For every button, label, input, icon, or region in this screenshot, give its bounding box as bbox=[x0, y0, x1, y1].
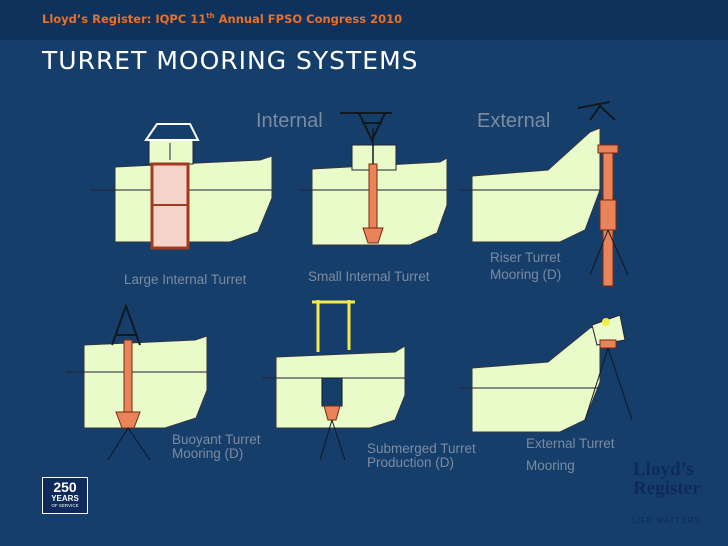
riser-turret-mooring-diagram bbox=[460, 101, 629, 287]
lloyds-register-logo: Lloyd’s Register bbox=[633, 460, 713, 498]
conference-header: Lloyd’s Register: IQPC 11th Annual FPSO … bbox=[42, 12, 402, 26]
label-line: Large Internal Turret bbox=[124, 272, 247, 287]
submerged-turret-production-diagram bbox=[262, 300, 406, 461]
label-line: Mooring (D) bbox=[490, 267, 562, 282]
slide-title: TURRET MOORING SYSTEMS bbox=[42, 46, 419, 75]
250-years-badge: 250 YEARS OF SERVICE bbox=[42, 477, 88, 514]
large-internal-turret-diagram bbox=[90, 123, 273, 250]
label-line: Buoyant Turret bbox=[172, 432, 261, 447]
label-line: Submerged Turret bbox=[367, 441, 476, 456]
badge-years: YEARS bbox=[51, 494, 79, 503]
conference-prefix: Lloyd’s Register: IQPC 11 bbox=[42, 12, 207, 26]
conference-sup: th bbox=[206, 12, 215, 21]
label-line: Mooring (D) bbox=[172, 446, 244, 461]
label-large-internal-turret: Large Internal Turret bbox=[124, 273, 246, 287]
small-internal-turret-diagram bbox=[300, 112, 448, 246]
brand-tagline: LIFE MATTERS bbox=[632, 516, 701, 525]
badge-number: 250 bbox=[53, 479, 77, 495]
logo-line-2: Register bbox=[633, 478, 701, 499]
label-line: Riser Turret bbox=[490, 250, 561, 265]
label-line: Mooring bbox=[526, 458, 575, 473]
label-small-internal-turret: Small Internal Turret bbox=[308, 270, 430, 284]
label-line: External Turret bbox=[526, 436, 615, 451]
buoyant-turret-mooring-diagram bbox=[66, 303, 208, 461]
conference-suffix: Annual FPSO Congress 2010 bbox=[214, 12, 403, 26]
badge-service: OF SERVICE bbox=[51, 503, 79, 508]
external-turret-mooring-diagram bbox=[460, 314, 633, 433]
logo-line-1: Lloyd’s bbox=[633, 459, 694, 480]
section-internal-label: Internal bbox=[256, 110, 323, 132]
section-external-label: External bbox=[477, 110, 551, 132]
label-line: Production (D) bbox=[367, 455, 455, 470]
label-line: Small Internal Turret bbox=[308, 269, 430, 284]
